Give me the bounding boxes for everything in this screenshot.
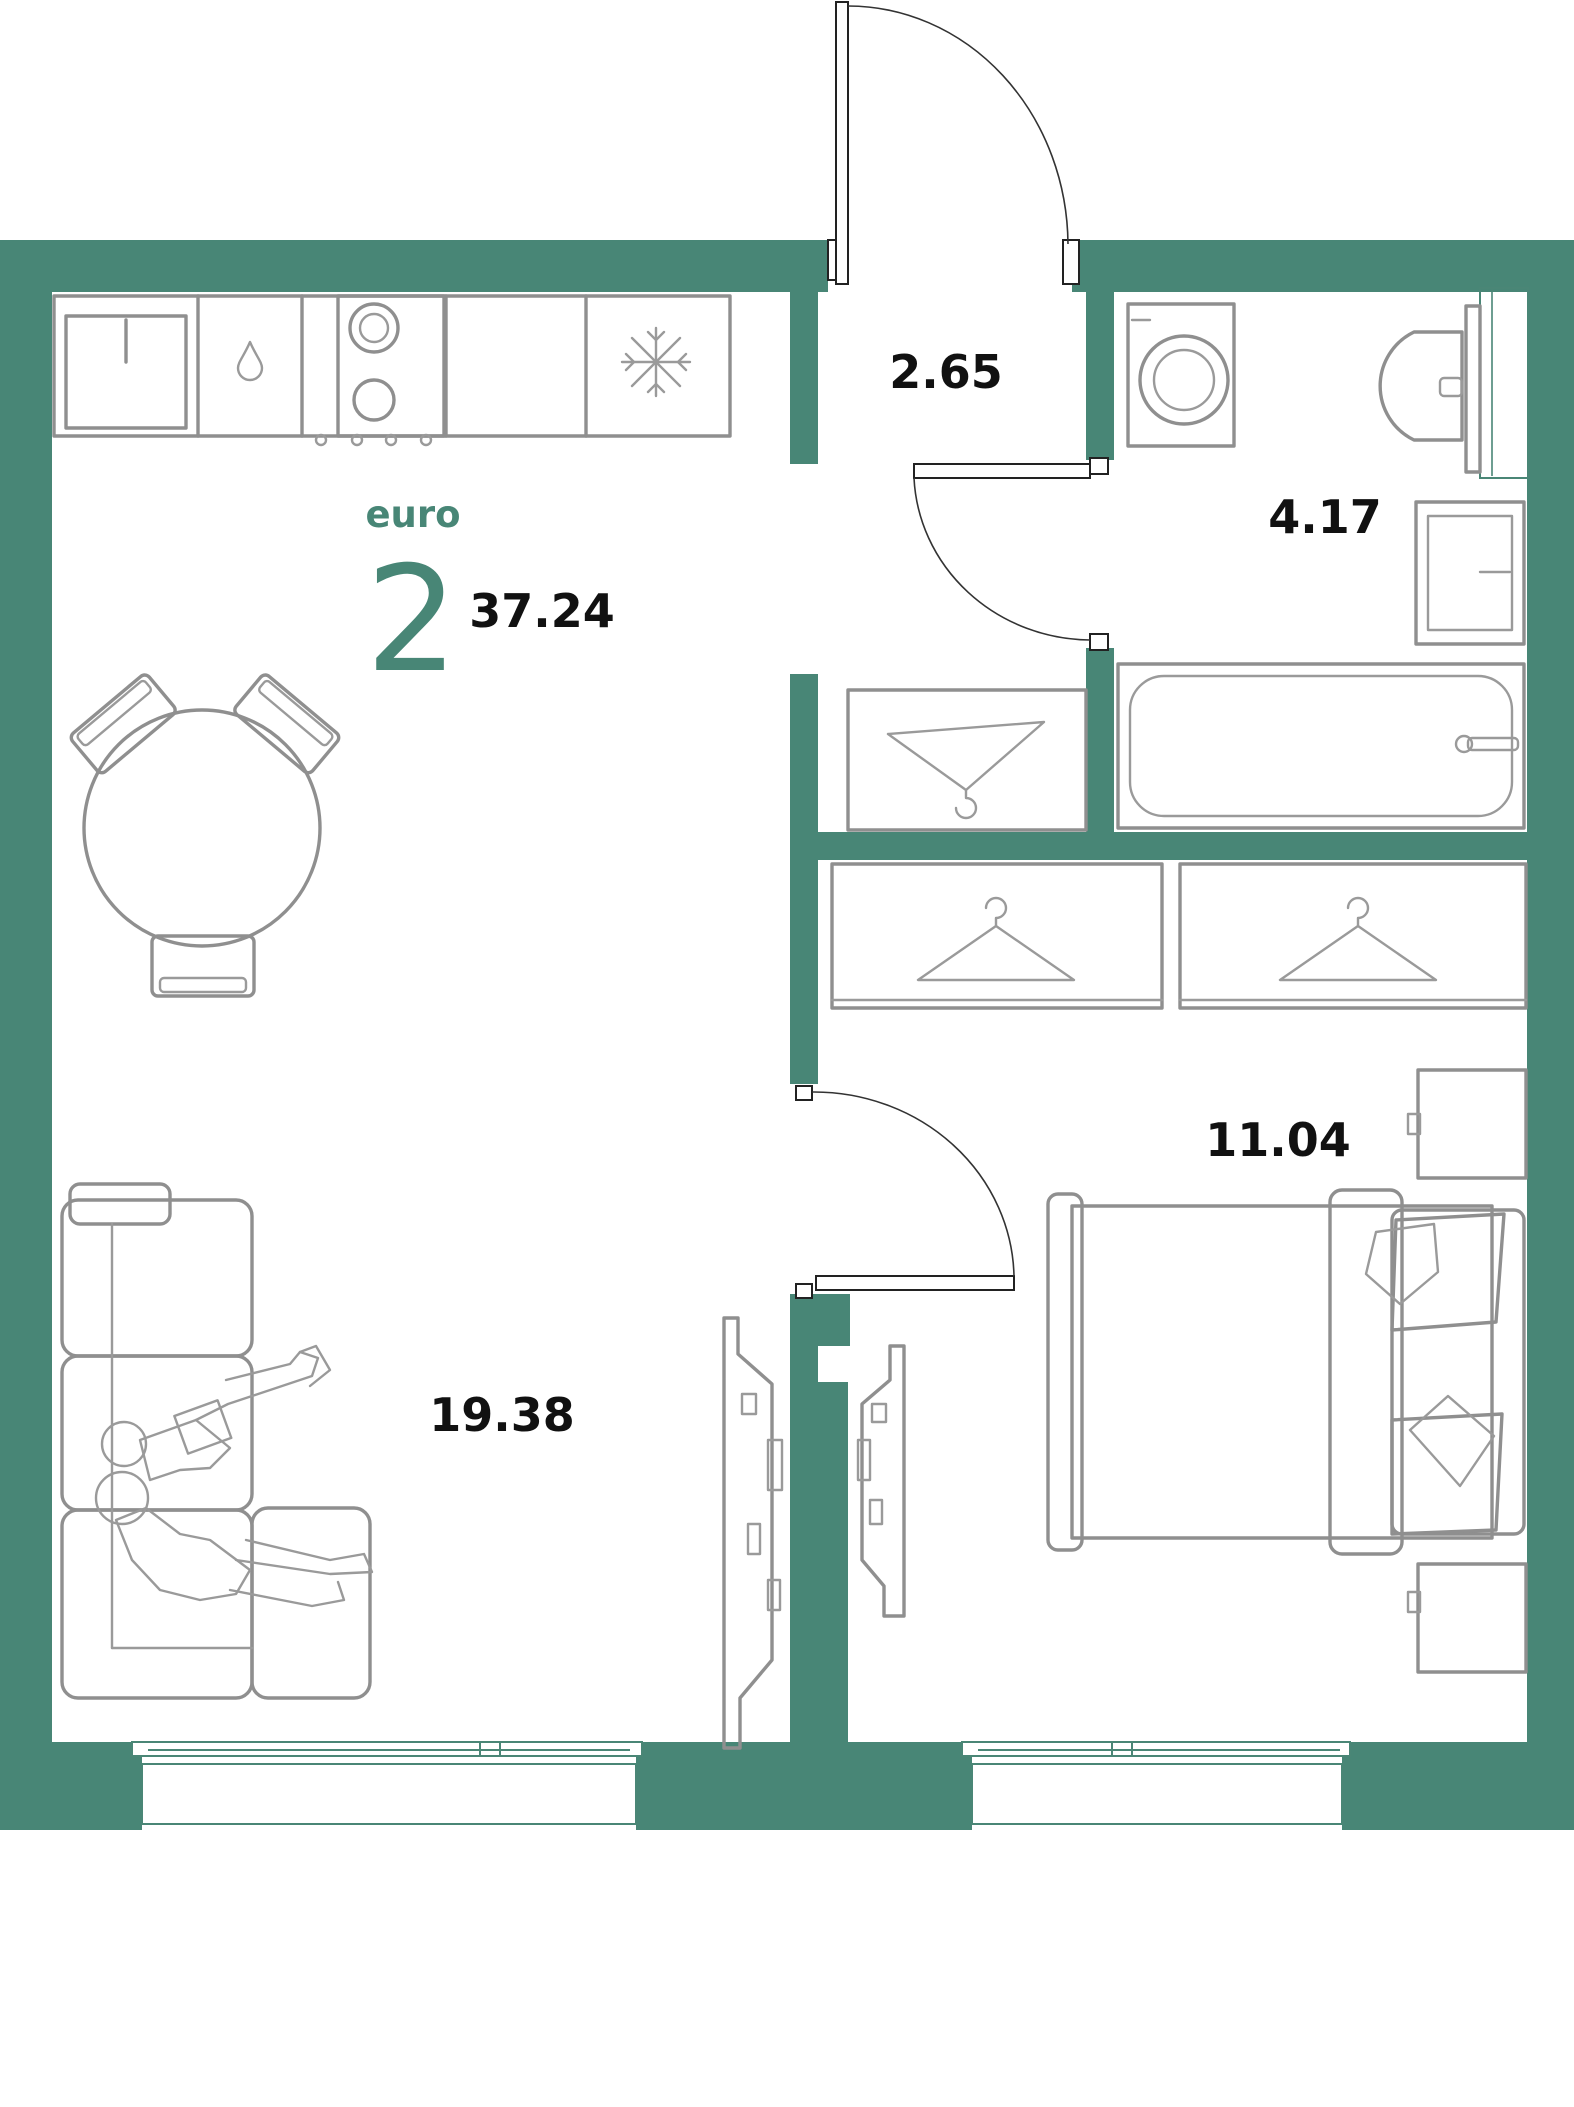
tv-icon (856, 1344, 906, 1618)
door-icon (913, 463, 1091, 479)
bathroom-door (913, 457, 1109, 651)
room-area-bedroom: 11.04 (1205, 1113, 1351, 1167)
washing-machine-icon (1126, 302, 1236, 448)
pillow-icon (1364, 1212, 1506, 1332)
hanger-icon (1278, 896, 1438, 982)
door-icon (815, 1275, 1015, 1291)
nightstand-icon (1406, 1562, 1528, 1674)
door-icon (835, 1, 849, 285)
table-icon (82, 708, 322, 948)
water-drop-icon (236, 340, 264, 382)
sofa-icon (60, 1182, 372, 1700)
tv-icon (722, 1316, 784, 1750)
chair-icon (150, 934, 256, 998)
hanger-icon (916, 896, 1076, 982)
apartment-total-area: 37.24 (469, 584, 615, 638)
snowflake-icon (620, 326, 692, 398)
window-bedroom (961, 1741, 1351, 1825)
room-area-bathroom: 4.17 (1268, 490, 1382, 544)
bedroom-door (795, 1085, 1015, 1299)
kitchen-counter (52, 294, 732, 447)
nightstand-icon (1406, 1068, 1528, 1180)
people-icon (94, 1344, 374, 1608)
apartment-rooms-count: 2 (366, 535, 459, 705)
wardrobe-hall (846, 688, 1088, 832)
stove-icon (314, 294, 446, 447)
walls (0, 239, 1574, 1830)
sink-icon (64, 314, 188, 430)
entrance-door (835, 1, 1069, 285)
apartment-type-label: euro (365, 493, 460, 536)
wardrobe-bedroom-right (1178, 862, 1528, 1010)
pillow-icon (1390, 1394, 1504, 1536)
window-living (131, 1741, 643, 1825)
wardrobe-bedroom-left (830, 862, 1164, 1010)
room-area-hall: 2.65 (889, 345, 1003, 399)
chair-icon (233, 673, 341, 775)
bed-icon (1046, 1188, 1526, 1556)
chair-icon (69, 673, 177, 775)
toilet-icon (1378, 304, 1482, 474)
room-area-living-kitchen: 19.38 (429, 1388, 575, 1442)
dining-set (69, 673, 341, 998)
hanger-icon (886, 720, 1046, 820)
bath-sink-icon (1414, 500, 1526, 646)
window-bathroom (1479, 287, 1529, 479)
bathtub-icon (1116, 662, 1526, 830)
